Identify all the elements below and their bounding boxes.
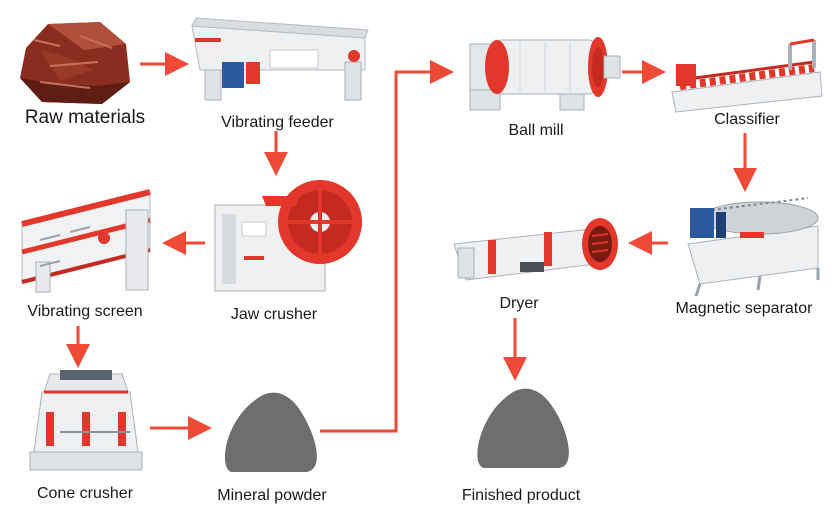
- jaw-crusher-icon: [214, 180, 362, 292]
- label-finished-product: Finished product: [461, 487, 581, 504]
- label-vibrating-screen: Vibrating screen: [27, 303, 143, 320]
- powder-pile-icon: [477, 388, 569, 468]
- flow-arrows: [66, 52, 757, 440]
- arrow-powder-to-ballmill: [320, 60, 454, 433]
- label-ball-mill: Ball mill: [508, 122, 564, 139]
- label-vibrating-feeder: Vibrating feeder: [221, 114, 334, 131]
- label-jaw-crusher: Jaw crusher: [230, 306, 318, 323]
- label-mineral-powder: Mineral powder: [217, 487, 327, 504]
- vibrating-feeder-icon: [191, 17, 369, 101]
- vibrating-screen-icon: [21, 189, 151, 293]
- ore-rock-icon: [20, 22, 130, 104]
- rotary-dryer-icon: [453, 218, 618, 281]
- magnetic-separator-icon: [687, 197, 820, 297]
- label-cone-crusher: Cone crusher: [36, 485, 134, 502]
- cone-crusher-icon: [29, 370, 143, 471]
- label-magnetic-separator: Magnetic separator: [675, 300, 813, 317]
- label-classifier: Classifier: [714, 111, 780, 128]
- powder-pile-icon: [224, 392, 317, 472]
- spiral-classifier-icon: [671, 38, 823, 113]
- label-raw-materials: Raw materials: [24, 107, 146, 128]
- label-dryer: Dryer: [499, 295, 539, 312]
- ball-mill-icon: [469, 37, 621, 111]
